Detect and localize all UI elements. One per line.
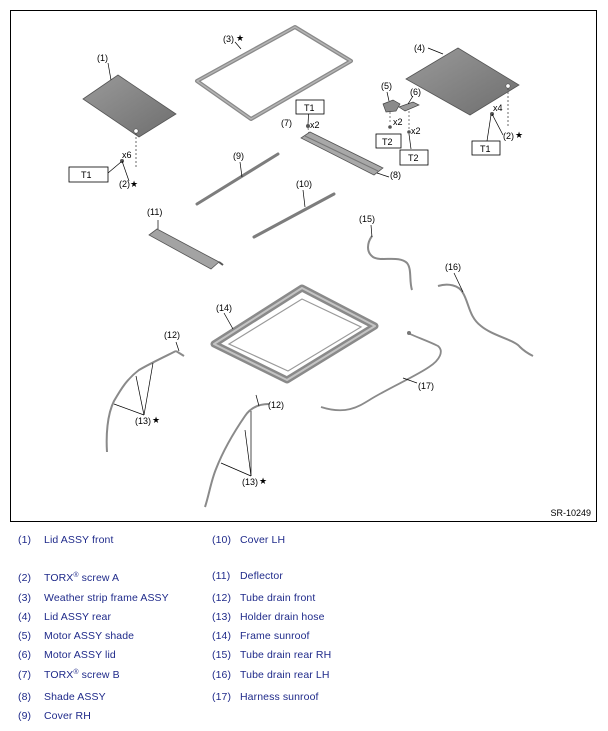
- tube-drain-rear-rh: [367, 224, 413, 291]
- deflector: [148, 220, 224, 270]
- weather-strip-frame: [195, 25, 353, 121]
- star-mark: ★: [259, 476, 267, 486]
- cover-rh: [195, 152, 280, 206]
- callout-5: (5): [381, 81, 392, 91]
- callout-13-left: (13): [135, 416, 151, 426]
- star-mark: ★: [152, 415, 160, 425]
- callout-17: (17): [418, 381, 434, 391]
- legend-number: (12): [212, 592, 232, 604]
- callout-11: (11): [147, 207, 162, 217]
- tube-drain-front-left: [105, 341, 185, 453]
- legend-number: (1): [18, 534, 32, 546]
- legend-label: Deflector: [240, 570, 283, 582]
- torque-t2-lid: T2: [408, 153, 419, 163]
- legend-number: (3): [18, 592, 32, 604]
- qty-x2-screw-b: x2: [310, 120, 320, 130]
- legend-label: TORX® screw B: [44, 669, 120, 681]
- screw-a-rear: [486, 112, 504, 142]
- callout-8: (8): [390, 170, 401, 180]
- tube-drain-front-right: [204, 394, 270, 508]
- cover-lh: [252, 189, 336, 239]
- callout-4: (4): [414, 43, 425, 53]
- shade-assy: [300, 131, 390, 178]
- legend-number: (4): [18, 611, 32, 623]
- qty-x2-lid: x2: [411, 126, 421, 136]
- legend-label: TORX® screw A: [44, 572, 120, 584]
- figure-code: SR-10249: [550, 508, 591, 518]
- lid-assy-rear: [405, 47, 520, 126]
- legend-number: (14): [212, 630, 232, 642]
- legend-label: Frame sunroof: [240, 630, 310, 642]
- legend-number: (11): [212, 570, 231, 582]
- legend-number: (16): [212, 669, 232, 681]
- harness-sunroof: [320, 331, 442, 412]
- legend-label: Lid ASSY front: [44, 534, 114, 546]
- legend-number: (7): [18, 669, 32, 681]
- legend-label: Harness sunroof: [240, 691, 319, 703]
- tube-drain-rear-lh: [437, 272, 534, 357]
- legend-number: (10): [212, 534, 232, 546]
- callout-1: (1): [97, 53, 108, 63]
- callout-7: (7): [281, 118, 292, 128]
- callout-2-front: (2): [119, 179, 130, 189]
- exploded-parts-diagram: (1) x6 (2) ★ T1 (3) ★ (4): [10, 10, 597, 522]
- callout-12-left: (12): [164, 330, 180, 340]
- legend-label: Shade ASSY: [44, 691, 106, 703]
- legend-label: Cover LH: [240, 534, 286, 546]
- legend-label: Lid ASSY rear: [44, 611, 112, 623]
- qty-x2-shade: x2: [393, 117, 403, 127]
- legend-label: Holder drain hose: [240, 611, 325, 623]
- torque-t2-shade: T2: [382, 137, 393, 147]
- legend-number: (13): [212, 611, 232, 623]
- legend-label: Motor ASSY lid: [44, 649, 116, 661]
- qty-x6: x6: [122, 150, 132, 160]
- callout-2-rear: (2): [503, 131, 514, 141]
- screw-a-front: [107, 159, 130, 182]
- star-mark: ★: [236, 33, 244, 43]
- star-mark: ★: [515, 130, 523, 140]
- callout-10: (10): [296, 179, 312, 189]
- callout-13-right: (13): [242, 477, 258, 487]
- legend-label: Cover RH: [44, 710, 91, 722]
- torque-t1-rear: T1: [480, 144, 491, 154]
- legend-number: (5): [18, 630, 32, 642]
- callout-14: (14): [216, 303, 232, 313]
- legend-number: (6): [18, 649, 32, 661]
- legend-number: (9): [18, 710, 32, 722]
- callout-6: (6): [410, 87, 421, 97]
- lid-assy-front: [82, 62, 177, 169]
- legend-number: (17): [212, 691, 232, 703]
- star-mark: ★: [130, 179, 138, 189]
- torque-t1-shade: T1: [304, 103, 315, 113]
- legend-label: Motor ASSY shade: [44, 630, 135, 642]
- motor-assy-shade: [382, 91, 401, 129]
- callout-15: (15): [359, 214, 375, 224]
- frame-sunroof: [210, 284, 379, 384]
- legend-number: (2): [18, 572, 32, 584]
- legend-number: (8): [18, 691, 32, 703]
- torque-t1-front: T1: [81, 170, 92, 180]
- callout-16: (16): [445, 262, 461, 272]
- legend-label: Tube drain front: [240, 592, 316, 604]
- callout-3: (3): [223, 34, 234, 44]
- legend-label: Tube drain rear LH: [240, 669, 330, 681]
- legend-label: Tube drain rear RH: [240, 649, 332, 661]
- callout-12-right: (12): [268, 400, 284, 410]
- legend-number: (15): [212, 649, 232, 661]
- qty-x4: x4: [493, 103, 503, 113]
- legend-label: Weather strip frame ASSY: [44, 592, 169, 604]
- motor-assy-lid: [398, 95, 420, 150]
- callout-9: (9): [233, 151, 244, 161]
